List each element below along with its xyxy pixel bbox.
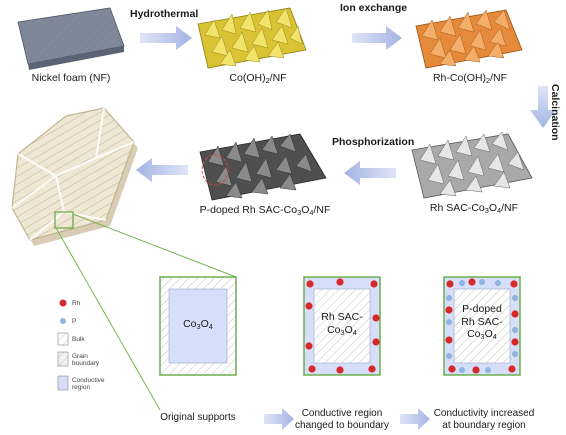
- label-phosphorization: Phosphorization: [332, 136, 415, 148]
- legend-conductive-swatch: [57, 375, 69, 391]
- arrow-phosphorization: [344, 161, 396, 185]
- legend-p-dot: [60, 318, 66, 324]
- label-calcination: Calcination: [549, 84, 561, 141]
- label-rh-coOH2: Rh-Co(OH)2/NF: [432, 72, 508, 85]
- zoom-lines: [55, 213, 237, 411]
- arrow-calcination: [530, 86, 556, 128]
- label-hydrothermal: Hydrothermal: [130, 8, 199, 20]
- arrow-to-grain: [136, 158, 188, 182]
- label-coOH2: Co(OH)2/NF: [229, 72, 287, 85]
- label-rh-sac: Rh SAC-Co3O4/NF: [429, 202, 519, 215]
- panel-original: [159, 276, 237, 376]
- label-ion-exchange: Ion exchange: [340, 2, 408, 14]
- legend-p-label: P: [72, 318, 77, 325]
- legend-rh-dot: [59, 299, 67, 307]
- grain-image: [11, 107, 138, 246]
- coOH2-image: [197, 7, 307, 69]
- rh-sac-image: [411, 131, 533, 199]
- arrow-hydrothermal: [140, 26, 192, 50]
- process-arrows: [136, 26, 556, 430]
- label-nickel-foam: Nickel foam (NF): [31, 72, 111, 84]
- pdoped-image: [199, 133, 327, 201]
- highlight-circle: [201, 154, 229, 186]
- caption-original: Original supports: [160, 412, 236, 423]
- label-pdoped: P-doped Rh SAC-Co3O4/NF: [199, 204, 331, 217]
- rh-coOH2-image: [415, 9, 523, 69]
- arrow-ion-exchange: [352, 26, 402, 50]
- panel-boundary-text: Rh SAC-Co3O4: [321, 311, 363, 337]
- nickel-foam-image: [17, 7, 125, 70]
- panel-boundary: [303, 276, 381, 376]
- legend-symbols: [57, 299, 69, 391]
- arrow-step-a: [264, 408, 294, 430]
- legend-bulk-label: Bulk: [72, 336, 85, 343]
- arrow-step-b: [400, 408, 430, 430]
- legend-rh-label: Rh: [72, 300, 81, 307]
- panel-increased: [443, 276, 521, 376]
- panel-original-text: Co3O4: [183, 318, 213, 331]
